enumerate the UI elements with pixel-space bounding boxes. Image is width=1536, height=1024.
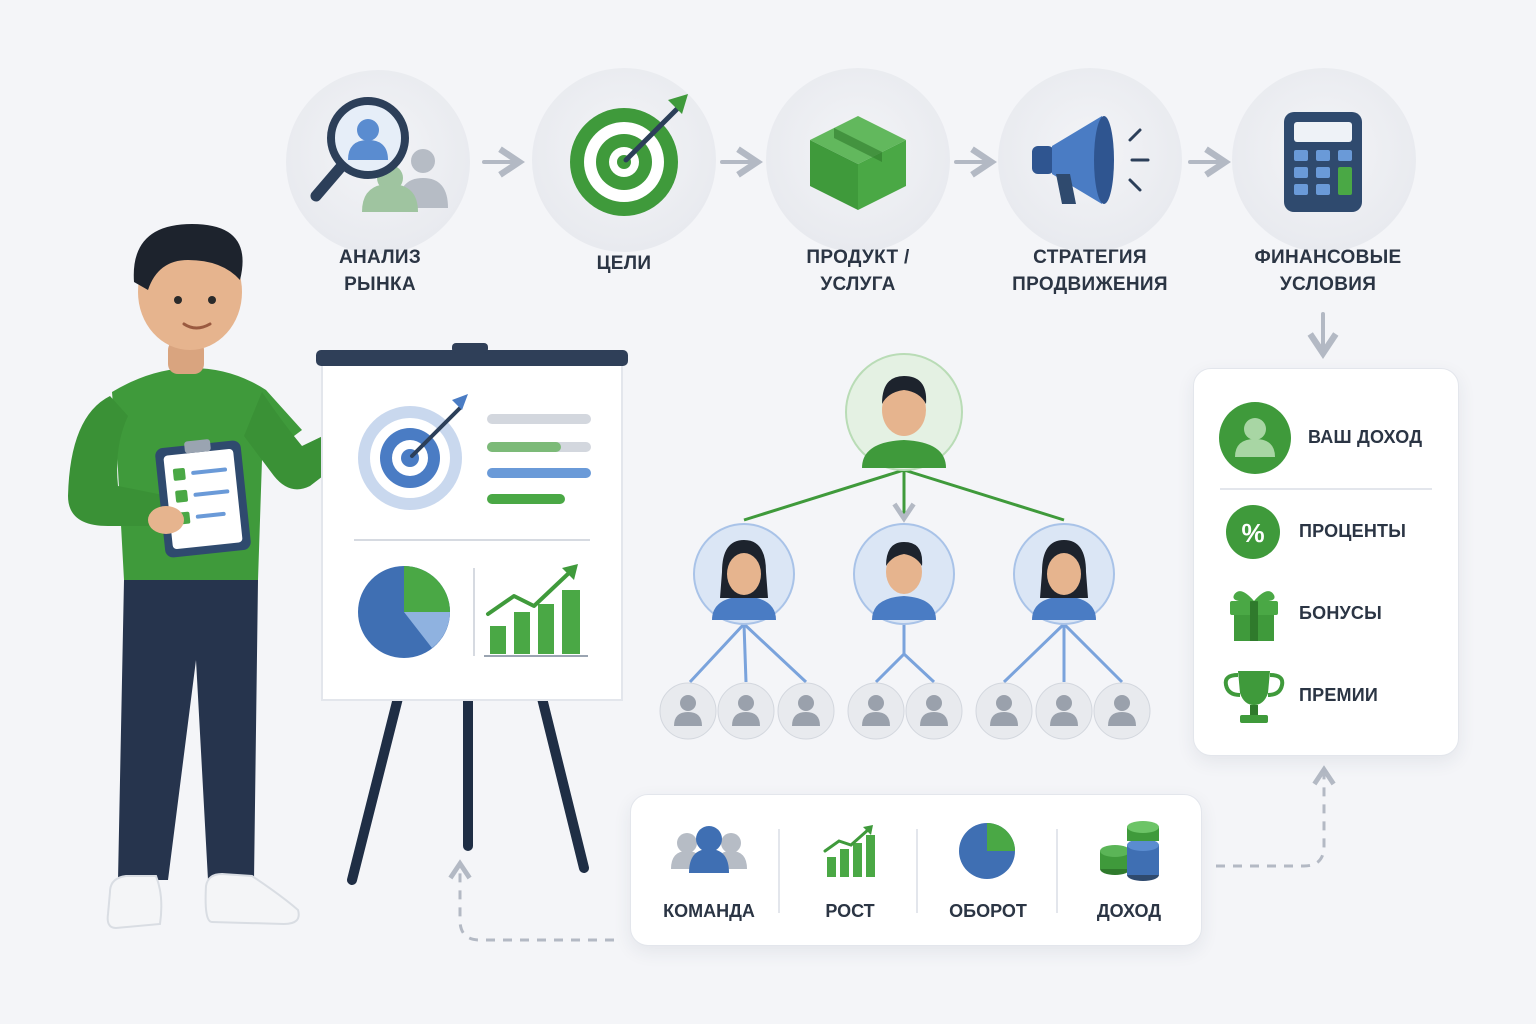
metrics-bar: КОМАНДА РОСТ ОБОРОТ ДОХОД xyxy=(630,794,1202,946)
team-structure xyxy=(659,353,1151,740)
metrics-icons xyxy=(671,821,1159,913)
board-pie-icon xyxy=(358,566,450,658)
step-label-goals: ЦЕЛИ xyxy=(596,253,652,274)
income-panel-icons: % xyxy=(1219,402,1432,723)
dashed-arrow-to-income xyxy=(1216,765,1336,868)
income-item-premium: ПРЕМИИ xyxy=(1299,685,1379,705)
team-icon xyxy=(671,826,747,873)
step-label-product: ПРОДУКТ /УСЛУГА xyxy=(806,247,910,295)
target-icon xyxy=(570,94,688,216)
growth-chart-icon xyxy=(823,825,875,877)
metric-team: КОМАНДА xyxy=(663,901,755,921)
presenter-person xyxy=(68,224,387,930)
market-analysis-icon xyxy=(310,97,448,212)
metric-growth: РОСТ xyxy=(825,901,875,921)
metric-turnover: ОБОРОТ xyxy=(949,901,1027,921)
team-placeholder-avatars xyxy=(659,682,1151,740)
income-item-bonus: БОНУСЫ xyxy=(1299,603,1382,623)
process-step-2 xyxy=(532,68,716,252)
process-step-3 xyxy=(766,68,950,252)
team-leader-avatar xyxy=(845,353,963,471)
dashed-arrow-to-board xyxy=(448,859,614,942)
percent-icon: % xyxy=(1226,505,1280,559)
team-member-avatar xyxy=(853,523,955,625)
clipboard-icon xyxy=(155,439,251,558)
process-step-4 xyxy=(998,68,1182,252)
income-item-percent: ПРОЦЕНТЫ xyxy=(1299,521,1407,541)
process-step-1 xyxy=(286,70,470,254)
flipchart-board xyxy=(316,343,628,885)
coins-icon xyxy=(1100,821,1159,881)
product-box-icon xyxy=(810,116,906,210)
pie-chart-icon xyxy=(959,823,1015,879)
metric-income: ДОХОД xyxy=(1096,901,1162,921)
income-panel: % ВАШ ДОХОД ПРОЦЕНТЫ БОНУСЫ ПРЕМИИ xyxy=(1193,368,1459,756)
board-growth-icon xyxy=(484,564,588,657)
board-target-icon xyxy=(358,394,468,510)
user-income-icon xyxy=(1219,402,1291,474)
trophy-icon xyxy=(1223,671,1285,723)
process-step-5 xyxy=(1232,68,1416,252)
income-item-your-income: ВАШ ДОХОД xyxy=(1308,427,1423,447)
team-member-avatar xyxy=(693,523,795,625)
calculator-icon xyxy=(1284,112,1362,212)
megaphone-icon xyxy=(1032,116,1150,204)
svg-text:%: % xyxy=(1241,518,1264,548)
team-member-avatar xyxy=(1013,523,1115,625)
gift-icon xyxy=(1230,591,1278,641)
